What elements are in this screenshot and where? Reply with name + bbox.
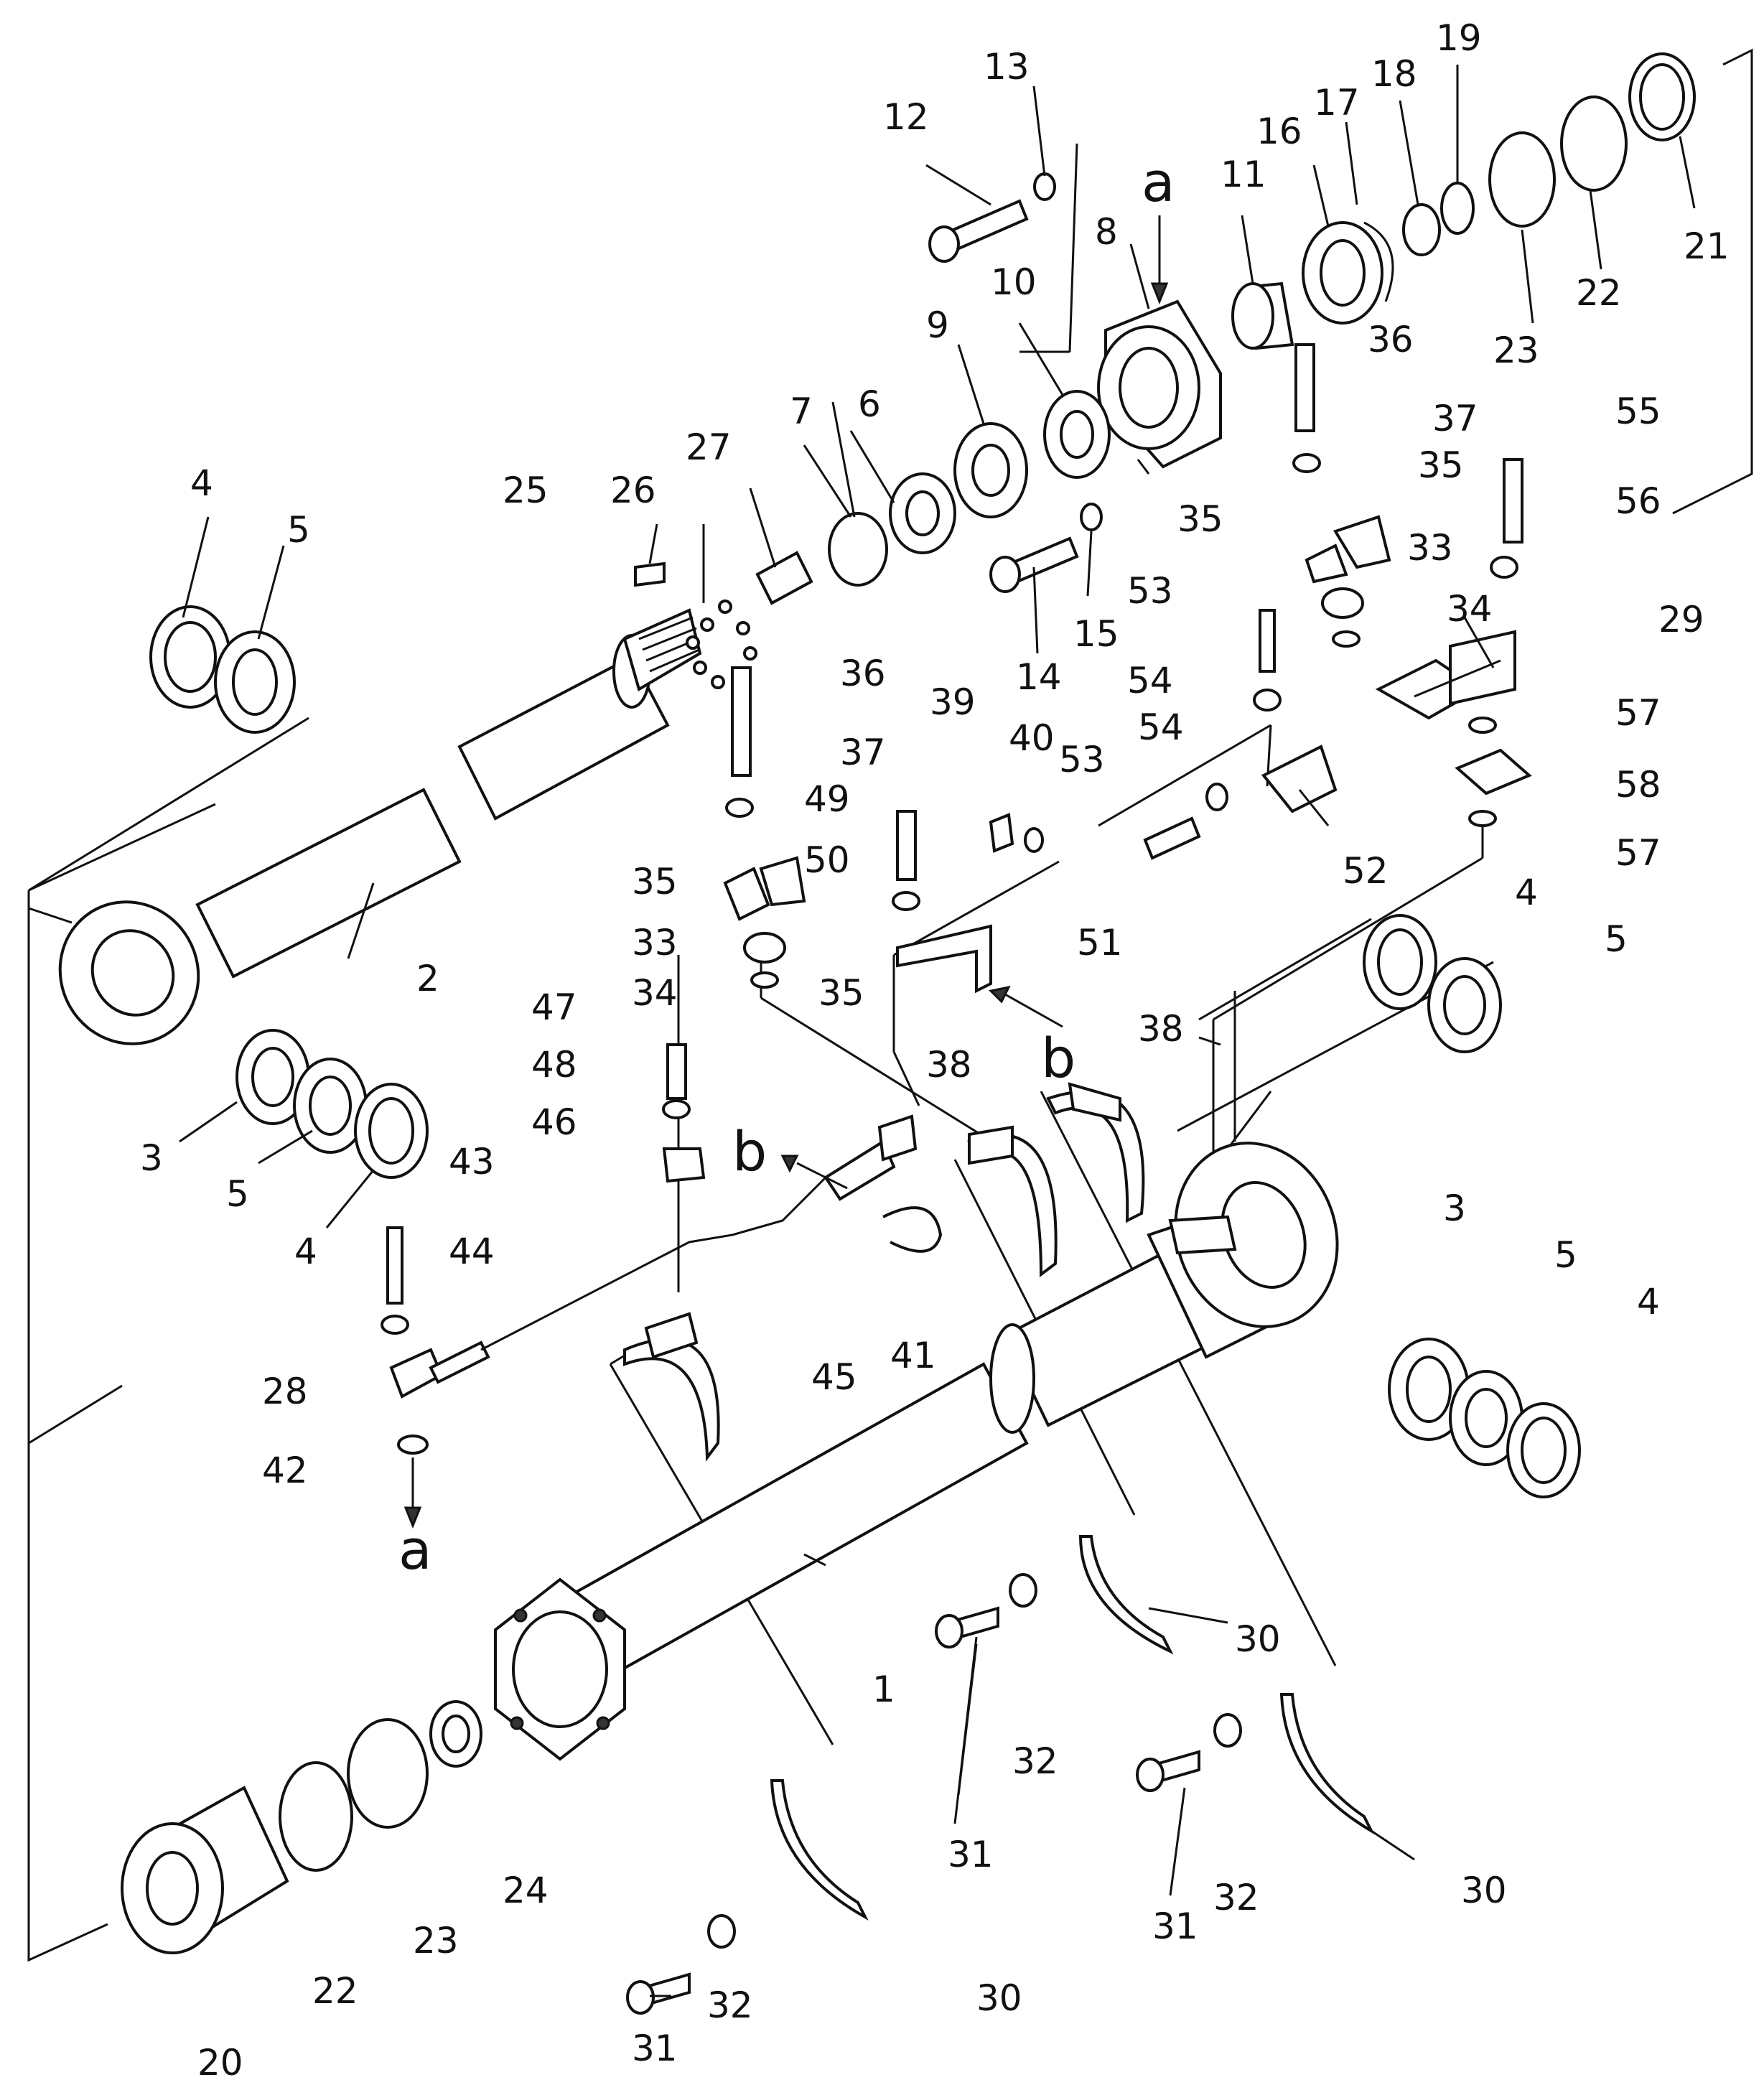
callout-4: 4 <box>1637 1281 1660 1323</box>
callout-22: 22 <box>1576 272 1622 314</box>
callout-33: 33 <box>1407 527 1453 569</box>
leader-lines <box>179 65 1696 1997</box>
callout-22: 22 <box>312 1970 358 2012</box>
callout-56: 56 <box>1615 480 1661 522</box>
callout-36: 36 <box>840 653 886 694</box>
callout-6: 6 <box>858 383 881 425</box>
callout-46: 46 <box>531 1101 577 1143</box>
callout-25: 25 <box>503 470 549 511</box>
callout-23: 23 <box>1493 330 1539 371</box>
callout-32: 32 <box>707 1984 753 2026</box>
callout-20: 20 <box>197 2042 243 2084</box>
callout-5: 5 <box>1605 918 1628 960</box>
callout-5: 5 <box>226 1173 249 1215</box>
callout-15: 15 <box>1073 613 1119 655</box>
callout-18: 18 <box>1371 53 1417 95</box>
callout-53: 53 <box>1059 739 1105 780</box>
callout-40: 40 <box>1009 717 1055 759</box>
callout-12: 12 <box>883 96 929 138</box>
callout-4: 4 <box>190 462 213 504</box>
callout-50: 50 <box>804 839 850 881</box>
callout-3: 3 <box>140 1137 163 1179</box>
callout-47: 47 <box>531 986 577 1028</box>
callout-37: 37 <box>1432 398 1478 439</box>
part-callouts: 1 2 3 3 4 4 4 4 5 5 5 5 6 7 8 9 10 11 12… <box>140 17 1730 2084</box>
callout-34: 34 <box>632 972 678 1014</box>
callout-34: 34 <box>1447 588 1493 630</box>
callout-14: 14 <box>1016 656 1062 698</box>
callout-32: 32 <box>1012 1740 1058 1782</box>
callout-21: 21 <box>1684 225 1730 267</box>
callout-2: 2 <box>416 958 439 999</box>
callout-54: 54 <box>1138 706 1184 748</box>
callout-54: 54 <box>1127 660 1173 701</box>
callout-38: 38 <box>926 1044 972 1086</box>
reference-letter-b-upper: b <box>1041 1026 1075 1090</box>
callout-30: 30 <box>1461 1870 1507 1911</box>
callout-30: 30 <box>976 1977 1022 2019</box>
callout-33: 33 <box>632 922 678 964</box>
callout-11: 11 <box>1221 154 1266 195</box>
callout-51: 51 <box>1077 922 1123 964</box>
callout-29: 29 <box>1658 599 1704 640</box>
callout-3: 3 <box>1443 1188 1466 1229</box>
callout-53: 53 <box>1127 570 1173 612</box>
callout-36: 36 <box>1368 319 1414 360</box>
callout-31: 31 <box>948 1834 994 1875</box>
callout-24: 24 <box>503 1870 549 1911</box>
callout-23: 23 <box>413 1920 459 1962</box>
callout-39: 39 <box>930 681 976 723</box>
callout-41: 41 <box>890 1335 936 1376</box>
callout-32: 32 <box>1213 1877 1259 1918</box>
callout-17: 17 <box>1314 82 1360 123</box>
callout-57: 57 <box>1615 832 1661 874</box>
callout-13: 13 <box>984 46 1030 88</box>
callout-9: 9 <box>926 304 949 346</box>
callout-58: 58 <box>1615 764 1661 806</box>
callout-44: 44 <box>449 1231 495 1272</box>
reference-letter-a-bottom: a <box>398 1518 432 1582</box>
callout-45: 45 <box>811 1356 857 1398</box>
reference-letter-a-top: a <box>1142 150 1175 214</box>
callout-57: 57 <box>1615 692 1661 734</box>
callout-38: 38 <box>1138 1008 1184 1050</box>
callout-42: 42 <box>262 1450 308 1491</box>
callout-8: 8 <box>1095 211 1118 253</box>
cylinder-head-parts <box>828 52 1696 587</box>
callout-1: 1 <box>872 1669 895 1710</box>
callout-10: 10 <box>991 261 1037 303</box>
callout-4: 4 <box>294 1231 317 1272</box>
callout-19: 19 <box>1436 17 1482 59</box>
callout-5: 5 <box>287 509 310 551</box>
callout-27: 27 <box>686 426 732 468</box>
callout-26: 26 <box>610 470 656 511</box>
callout-31: 31 <box>632 2028 678 2069</box>
callout-55: 55 <box>1615 391 1661 432</box>
piston-rod <box>58 608 702 1045</box>
callout-48: 48 <box>531 1044 577 1086</box>
callout-35: 35 <box>632 861 678 902</box>
reference-arrows <box>403 215 1169 1529</box>
callout-28: 28 <box>262 1371 308 1412</box>
callout-35: 35 <box>818 972 864 1014</box>
piping-and-clamps <box>381 172 1532 2015</box>
callout-31: 31 <box>1152 1906 1198 1947</box>
callout-30: 30 <box>1235 1618 1281 1660</box>
callout-49: 49 <box>804 778 850 820</box>
reference-letter-b-lower: b <box>732 1119 767 1183</box>
callout-7: 7 <box>790 391 813 432</box>
pin-bushings-seals <box>149 605 1581 1498</box>
callout-16: 16 <box>1256 111 1302 152</box>
cylinder-tube <box>494 1142 1339 1761</box>
callout-52: 52 <box>1343 850 1389 892</box>
callout-35: 35 <box>1177 498 1223 540</box>
reference-letters: a a b b <box>398 150 1175 1582</box>
callout-35: 35 <box>1418 444 1464 486</box>
callout-37: 37 <box>840 732 886 773</box>
callout-5: 5 <box>1554 1234 1577 1276</box>
callout-4: 4 <box>1515 872 1538 913</box>
callout-43: 43 <box>449 1141 495 1183</box>
